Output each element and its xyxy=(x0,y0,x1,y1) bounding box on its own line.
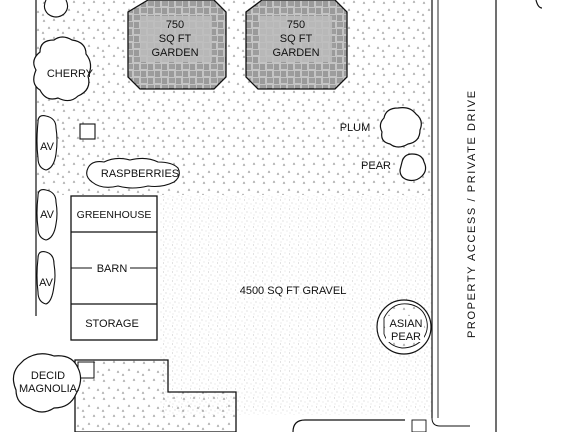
magnolia-line-2: MAGNOLIA xyxy=(19,383,78,395)
drive-boundary xyxy=(292,0,543,433)
drive-label: PROPERTY ACCESS / PRIVATE DRIVE xyxy=(466,89,478,338)
raspberries: RASPBERRIES xyxy=(86,157,180,189)
av-top-label: AV xyxy=(40,141,55,153)
garden-right-line-2: SQ FT xyxy=(280,33,313,45)
garden-left-line-1: 750 xyxy=(166,19,184,31)
pear-tree: PEAR xyxy=(361,153,427,182)
gravel-label: 4500 SQ FT GRAVEL xyxy=(240,285,347,297)
av-tree-top: AV xyxy=(36,115,58,171)
magnolia-line-1: DECID xyxy=(31,370,65,382)
tree-icon xyxy=(43,0,69,18)
barn-label: BARN xyxy=(97,263,128,275)
building-stack xyxy=(70,195,158,341)
decid-magnolia-tree: DECID MAGNOLIA xyxy=(12,353,82,413)
cherry-tree: CHERRY xyxy=(33,36,94,102)
garden-left-line-3: GARDEN xyxy=(151,47,198,59)
av-mid-label: AV xyxy=(40,209,55,221)
greenhouse-label: GREENHOUSE xyxy=(77,209,152,221)
av-tree-bottom: AV xyxy=(36,251,56,305)
garden-right-line-3: GARDEN xyxy=(272,47,319,59)
av-bottom-label: AV xyxy=(39,277,54,289)
asian-pear-line-1: ASIAN xyxy=(389,318,422,330)
garden-right: 750 SQ FT GARDEN xyxy=(245,0,348,90)
pear-label: PEAR xyxy=(361,160,391,172)
marker-box xyxy=(79,123,96,140)
garden-right-line-1: 750 xyxy=(287,19,305,31)
plum-label: PLUM xyxy=(340,122,371,134)
raspberries-label: RASPBERRIES xyxy=(101,168,179,180)
storage-label: STORAGE xyxy=(85,318,139,330)
gravel-area xyxy=(160,195,432,415)
plum-tree: PLUM xyxy=(340,107,422,148)
av-tree-mid: AV xyxy=(36,189,58,241)
garden-left: 750 SQ FT GARDEN xyxy=(127,0,227,90)
asian-pear-line-2: PEAR xyxy=(391,331,421,343)
asian-pear-tree: ASIAN PEAR xyxy=(376,299,432,355)
garden-left-line-2: SQ FT xyxy=(159,33,192,45)
cherry-label: CHERRY xyxy=(47,68,94,80)
